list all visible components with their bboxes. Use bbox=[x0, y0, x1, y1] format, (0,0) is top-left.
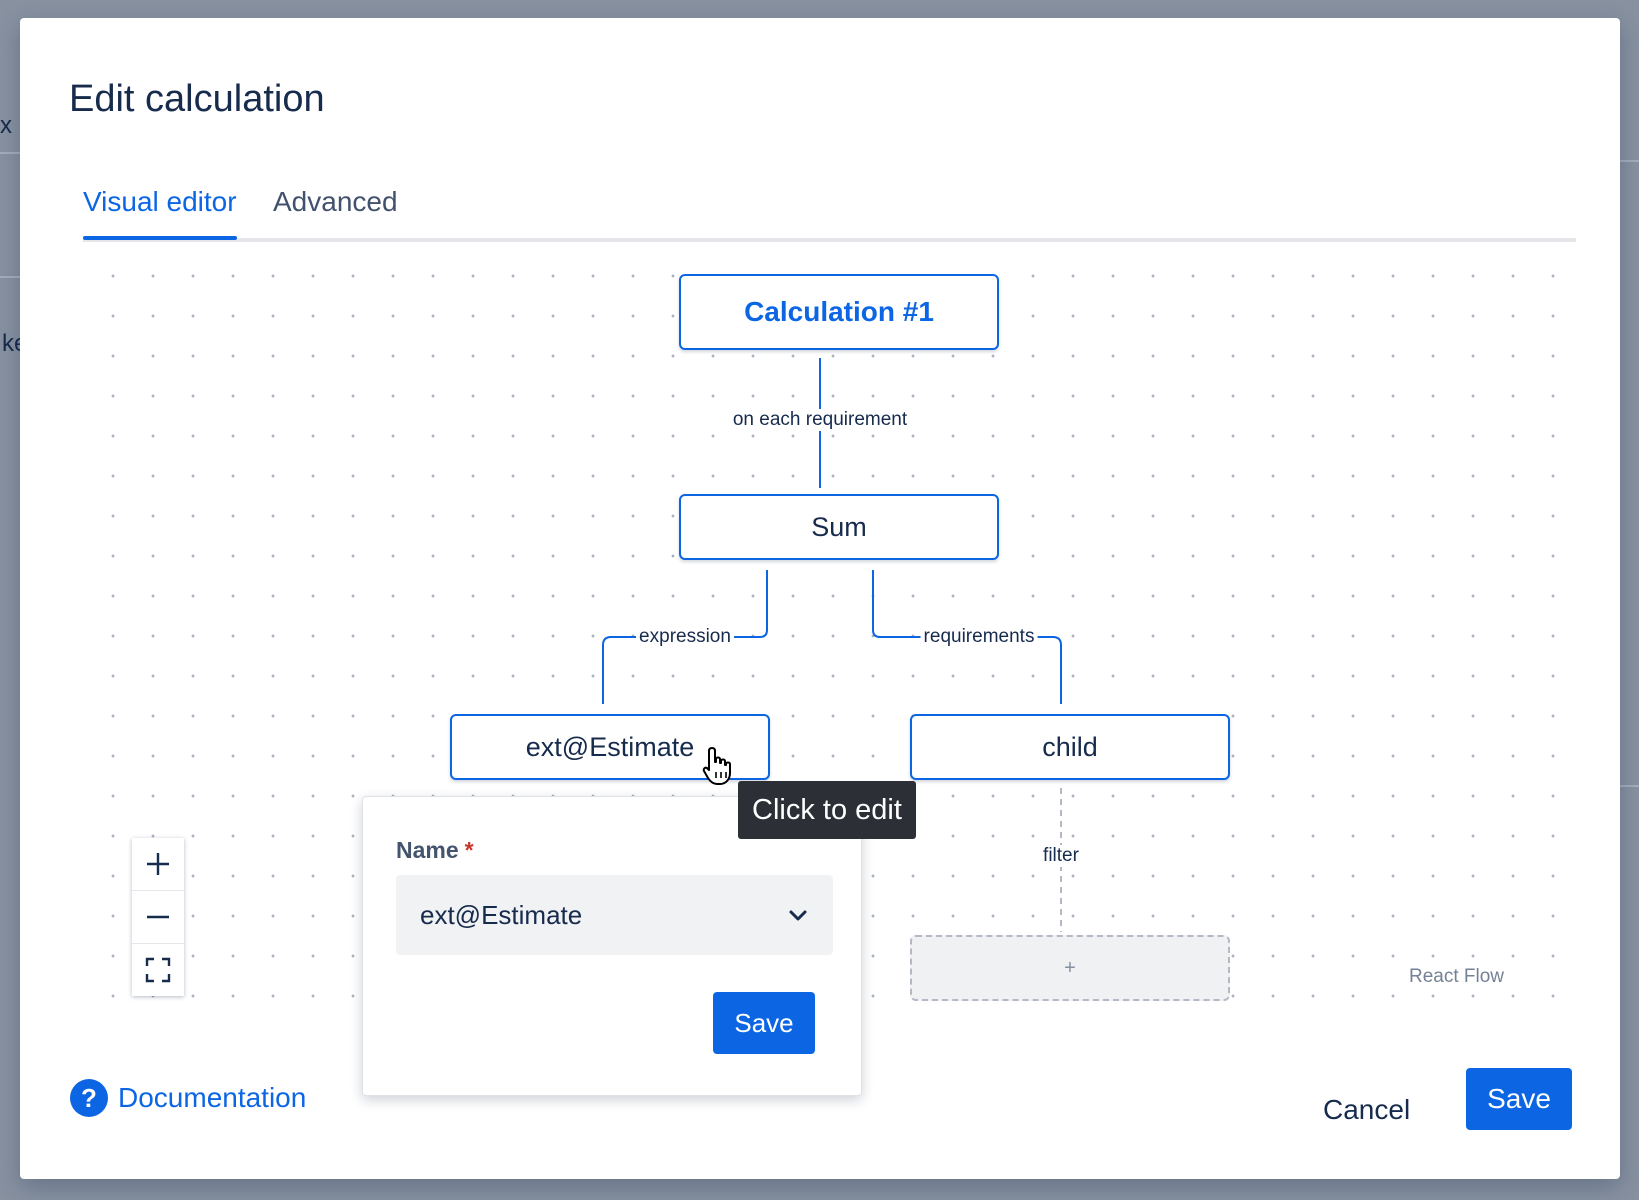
name-field-label: Name* bbox=[396, 837, 474, 864]
background-divider bbox=[0, 276, 20, 278]
save-button[interactable]: Save bbox=[1466, 1068, 1572, 1130]
edge-label-requirements: requirements bbox=[920, 626, 1038, 648]
edit-calculation-dialog: Edit calculation Visual editor Advanced … bbox=[20, 18, 1620, 1179]
dialog-title: Edit calculation bbox=[69, 78, 325, 120]
minus-icon bbox=[147, 915, 169, 919]
edge-label-on-each-requirement: on each requirement bbox=[729, 409, 911, 431]
help-icon: ? bbox=[70, 1079, 108, 1117]
node-child[interactable]: child bbox=[910, 714, 1230, 780]
hand-pointer-cursor-icon bbox=[702, 747, 731, 785]
edge-label-expression: expression bbox=[636, 626, 734, 648]
flow-controls bbox=[132, 838, 184, 996]
react-flow-attribution[interactable]: React Flow bbox=[1408, 966, 1504, 987]
zoom-in-button[interactable] bbox=[132, 838, 184, 891]
required-indicator: * bbox=[464, 837, 474, 863]
edge-label-filter: filter bbox=[1040, 845, 1082, 867]
node-calculation-root[interactable]: Calculation #1 bbox=[679, 274, 999, 350]
svg-text:?: ? bbox=[81, 1083, 97, 1113]
tab-advanced[interactable]: Advanced bbox=[273, 186, 398, 217]
flow-canvas[interactable]: on each requirement expression requireme… bbox=[83, 242, 1576, 1032]
background-divider bbox=[1620, 160, 1639, 162]
zoom-out-button[interactable] bbox=[132, 891, 184, 944]
fit-view-icon bbox=[145, 957, 171, 983]
name-select-value: ext@Estimate bbox=[420, 899, 583, 930]
documentation-label: Documentation bbox=[118, 1082, 307, 1113]
node-expression-estimate[interactable]: ext@Estimate bbox=[450, 714, 770, 780]
documentation-link[interactable]: ? Documentation bbox=[70, 1079, 306, 1117]
chevron-down-icon bbox=[789, 910, 807, 921]
fit-view-button[interactable] bbox=[132, 944, 184, 996]
name-label-text: Name bbox=[396, 837, 459, 863]
tab-bar: Visual editor Advanced bbox=[83, 178, 1576, 242]
tab-visual-editor[interactable]: Visual editor bbox=[83, 186, 237, 240]
name-select[interactable]: ext@Estimate bbox=[396, 875, 833, 955]
background-divider bbox=[0, 152, 20, 154]
popover-save-button[interactable]: Save bbox=[713, 992, 815, 1054]
click-to-edit-tooltip: Click to edit bbox=[738, 781, 916, 839]
background-text-fragment: x bbox=[0, 112, 12, 139]
cancel-button[interactable]: Cancel bbox=[1317, 1093, 1416, 1127]
node-edit-popover: Name* ext@Estimate Save bbox=[362, 796, 862, 1096]
node-add-filter-placeholder[interactable]: + bbox=[910, 935, 1230, 1001]
plus-icon bbox=[147, 853, 169, 875]
background-divider bbox=[1620, 785, 1639, 787]
node-sum[interactable]: Sum bbox=[679, 494, 999, 560]
